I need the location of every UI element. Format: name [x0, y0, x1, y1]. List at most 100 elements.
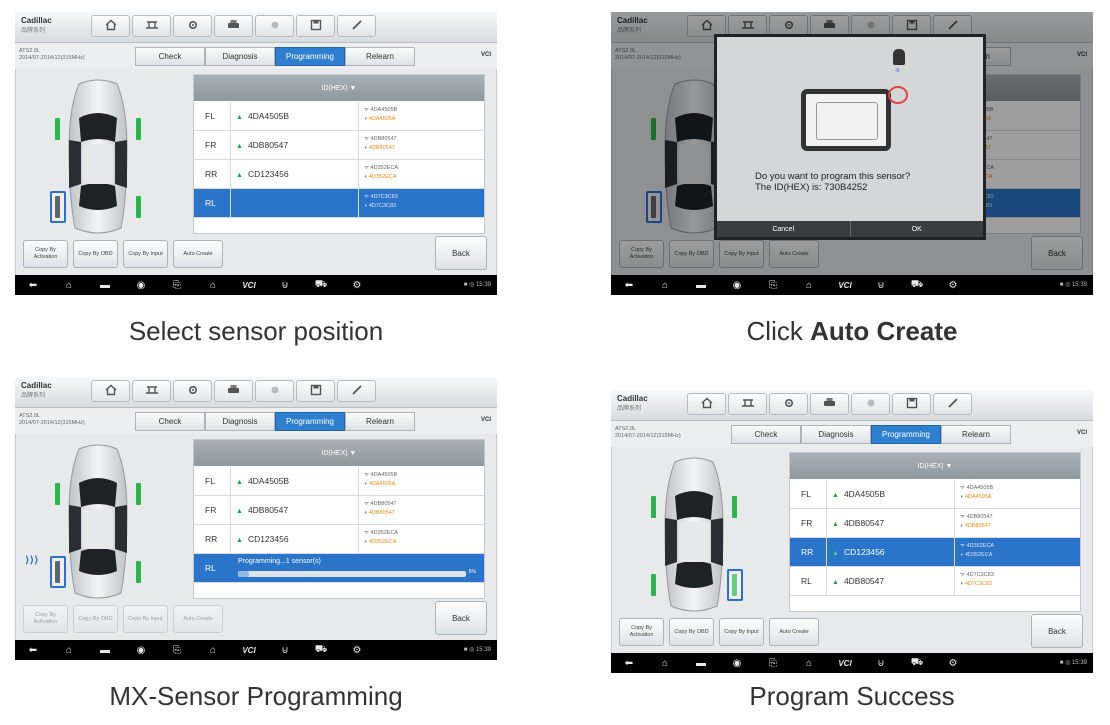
- tab-diagnosis[interactable]: Diagnosis: [205, 412, 275, 431]
- save-button[interactable]: [892, 15, 931, 37]
- table-header[interactable]: ID(HEX) ▼: [194, 75, 484, 101]
- tire-rl[interactable]: [55, 196, 60, 218]
- back-button[interactable]: Back: [435, 236, 487, 270]
- circle-button[interactable]: [851, 393, 890, 415]
- gear-button[interactable]: [173, 15, 212, 37]
- printer-button[interactable]: [214, 380, 253, 402]
- auto-create-button[interactable]: Auto Create: [769, 618, 819, 646]
- back-arrow-icon[interactable]: ⬅: [28, 644, 38, 656]
- recent-apps-icon[interactable]: ▬: [100, 644, 110, 656]
- save-button[interactable]: [296, 380, 335, 402]
- printer-button[interactable]: [214, 15, 253, 37]
- circle-button[interactable]: [255, 15, 294, 37]
- tire-fr[interactable]: [732, 496, 737, 518]
- table-header[interactable]: ID(HEX) ▼: [194, 440, 484, 466]
- copy-by-input-button[interactable]: Copy By Input: [123, 605, 168, 633]
- tab-programming[interactable]: Programming: [275, 412, 345, 431]
- copy-by-input-button[interactable]: Copy By Input: [123, 240, 168, 268]
- home-icon[interactable]: ⌂: [661, 279, 669, 291]
- pen-button[interactable]: [337, 380, 376, 402]
- tire-fl[interactable]: [55, 118, 60, 140]
- tire-fl[interactable]: [651, 496, 656, 518]
- tab-check[interactable]: Check: [731, 425, 801, 444]
- back-button[interactable]: Back: [435, 601, 487, 635]
- auto-create-button[interactable]: Auto Create: [173, 605, 223, 633]
- car-icon[interactable]: ⛟: [314, 643, 328, 655]
- car-icon[interactable]: ⛟: [910, 278, 924, 290]
- vehicle-lift-button[interactable]: [132, 15, 171, 37]
- tab-relearn[interactable]: Relearn: [345, 47, 415, 66]
- gear-button[interactable]: [173, 380, 212, 402]
- copy-by-activation-button[interactable]: Copy By Activation: [619, 240, 664, 268]
- tire-rl[interactable]: [651, 574, 656, 596]
- tire-icon[interactable]: ⊍: [877, 657, 885, 669]
- auto-create-button[interactable]: Auto Create: [173, 240, 223, 268]
- tab-relearn[interactable]: Relearn: [345, 412, 415, 431]
- recent-apps-icon[interactable]: ▬: [696, 279, 706, 291]
- tpms-icon[interactable]: ⚙: [948, 657, 958, 669]
- tpms-home-icon[interactable]: ⌂: [805, 657, 813, 669]
- home-icon[interactable]: ⌂: [65, 279, 73, 291]
- auto-create-button[interactable]: Auto Create: [769, 240, 819, 268]
- copy-by-obd-button[interactable]: Copy By OBD: [73, 240, 118, 268]
- back-arrow-icon[interactable]: ⬅: [624, 657, 634, 669]
- home-button[interactable]: [91, 15, 130, 37]
- tab-relearn[interactable]: Relearn: [941, 425, 1011, 444]
- home-button[interactable]: [91, 380, 130, 402]
- vci-icon[interactable]: VCI: [242, 280, 256, 290]
- tpms-icon[interactable]: ⚙: [352, 644, 362, 656]
- save-button[interactable]: [892, 393, 931, 415]
- tire-rr[interactable]: [732, 574, 737, 596]
- pen-button[interactable]: [933, 393, 972, 415]
- browser-icon[interactable]: ◉: [732, 657, 742, 669]
- tire-icon[interactable]: ⊍: [877, 279, 885, 291]
- recent-apps-icon[interactable]: ▬: [696, 657, 706, 669]
- tire-fr[interactable]: [136, 118, 141, 140]
- home-icon[interactable]: ⌂: [661, 657, 669, 669]
- back-arrow-icon[interactable]: ⬅: [28, 279, 38, 291]
- recent-apps-icon[interactable]: ▬: [100, 279, 110, 291]
- tire-rl[interactable]: [651, 196, 656, 218]
- screenshot-icon[interactable]: ⎘: [173, 644, 181, 656]
- printer-button[interactable]: [810, 393, 849, 415]
- gear-button[interactable]: [769, 393, 808, 415]
- copy-by-activation-button[interactable]: Copy By Activation: [619, 618, 664, 646]
- back-arrow-icon[interactable]: ⬅: [624, 279, 634, 291]
- ok-button[interactable]: OK: [911, 225, 922, 233]
- tab-programming[interactable]: Programming: [275, 47, 345, 66]
- browser-icon[interactable]: ◉: [732, 279, 742, 291]
- tire-icon[interactable]: ⊍: [281, 279, 289, 291]
- tab-check[interactable]: Check: [135, 412, 205, 431]
- copy-by-input-button[interactable]: Copy By Input: [719, 240, 764, 268]
- tire-fr[interactable]: [136, 483, 141, 505]
- home-button[interactable]: [687, 393, 726, 415]
- home-button[interactable]: [687, 15, 726, 37]
- tab-programming[interactable]: Programming: [871, 425, 941, 444]
- copy-by-obd-button[interactable]: Copy By OBD: [73, 605, 118, 633]
- car-icon[interactable]: ⛟: [910, 656, 924, 668]
- tire-rl[interactable]: [55, 561, 60, 583]
- screenshot-icon[interactable]: ⎘: [173, 279, 181, 291]
- tpms-icon[interactable]: ⚙: [352, 279, 362, 291]
- tpms-icon[interactable]: ⚙: [948, 279, 958, 291]
- cancel-button[interactable]: Cancel: [717, 221, 851, 237]
- vehicle-lift-button[interactable]: [132, 380, 171, 402]
- home-icon[interactable]: ⌂: [65, 644, 73, 656]
- tab-diagnosis[interactable]: Diagnosis: [801, 425, 871, 444]
- tpms-home-icon[interactable]: ⌂: [209, 279, 217, 291]
- tire-fl[interactable]: [651, 118, 656, 140]
- browser-icon[interactable]: ◉: [136, 279, 146, 291]
- car-icon[interactable]: ⛟: [314, 278, 328, 290]
- vci-icon[interactable]: VCI: [838, 658, 852, 668]
